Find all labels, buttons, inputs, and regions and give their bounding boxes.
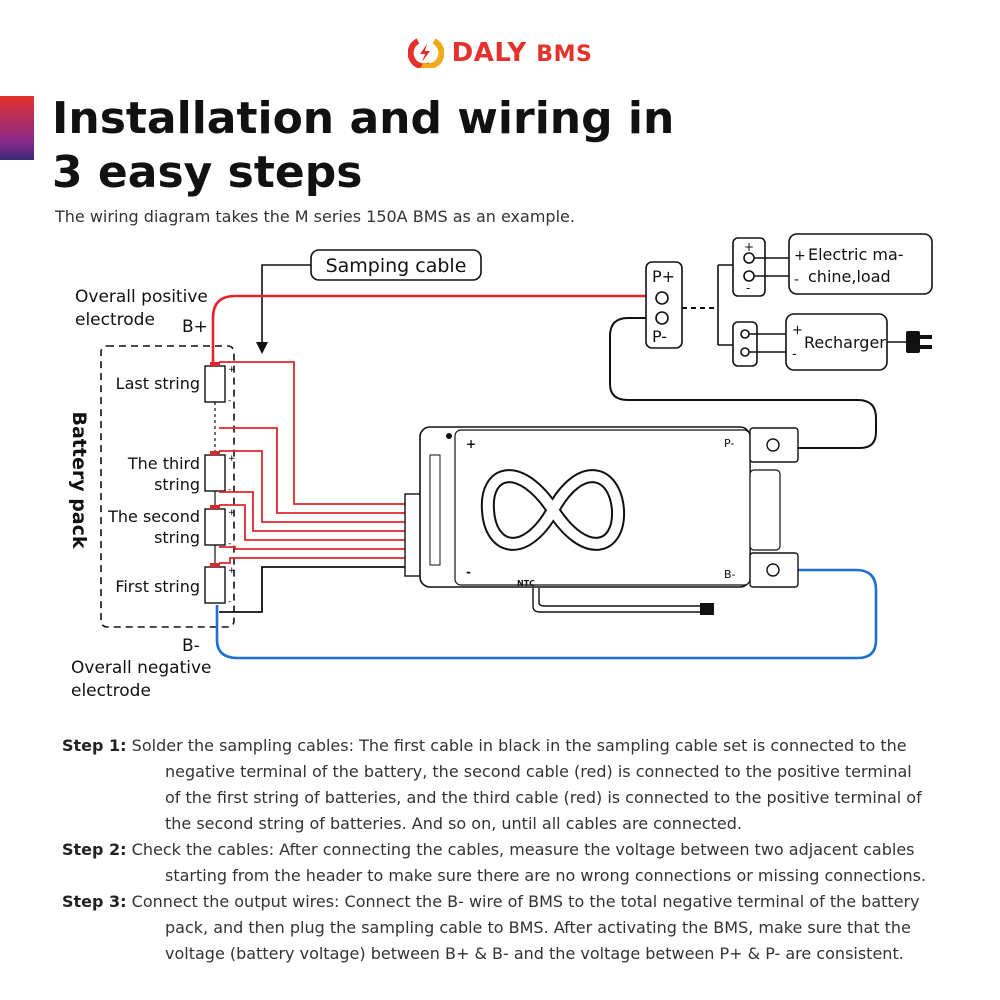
load-label-2: chine,load bbox=[808, 267, 891, 286]
positive-main-wire bbox=[211, 294, 650, 365]
overall-negative-line1: Overall negative bbox=[71, 658, 212, 678]
recharger-label: Recharger bbox=[804, 333, 886, 352]
cell-second-plus: + bbox=[228, 508, 236, 518]
sampling-cable-label: Samping cable bbox=[326, 255, 467, 277]
steps-section: Step 1: Solder the sampling cables: The … bbox=[62, 733, 972, 967]
step-1-text: Solder the sampling cables: The first ca… bbox=[131, 736, 907, 755]
p-minus-label: P- bbox=[652, 327, 667, 346]
step-2-text: Check the cables: After connecting the c… bbox=[131, 840, 915, 859]
page-title: Installation and wiring in 3 easy steps bbox=[52, 92, 674, 200]
battery-pack-box bbox=[100, 345, 235, 628]
cell-third-minus: - bbox=[228, 485, 231, 495]
label-second-string-2: string bbox=[154, 528, 200, 547]
step-2-label: Step 2: bbox=[62, 840, 127, 859]
step-1-line-3: of the first string of batteries, and th… bbox=[165, 788, 922, 807]
load-label-1: Electric ma- bbox=[808, 245, 904, 264]
cell-first-plus: + bbox=[228, 566, 236, 576]
recharger-minus: - bbox=[792, 347, 797, 362]
cell-second-minus: - bbox=[228, 539, 231, 549]
cell-first: + - bbox=[204, 563, 236, 607]
cell-last-minus: - bbox=[228, 396, 231, 406]
overall-positive-line1: Overall positive bbox=[75, 287, 208, 307]
sampling-connector bbox=[404, 493, 422, 577]
sampling-wire-1 bbox=[219, 361, 405, 505]
wiring-diagram: Samping cable Overall positive electrode… bbox=[68, 233, 933, 701]
load-connector: + - bbox=[732, 237, 790, 297]
brand-name: DALY BMS bbox=[452, 38, 593, 68]
recharger-plus: + bbox=[792, 323, 803, 338]
cell-last: + - bbox=[204, 362, 236, 406]
b-plus-label: B+ bbox=[182, 317, 208, 337]
bms-b-minus-terminal bbox=[749, 552, 799, 588]
step-3-text: Connect the output wires: Connect the B-… bbox=[131, 892, 920, 911]
sampling-wire-3 bbox=[219, 450, 405, 523]
title-line-2: 3 easy steps bbox=[52, 147, 363, 198]
bms-b-minus-label: B- bbox=[724, 568, 736, 581]
brand-header: DALY BMS bbox=[0, 38, 1000, 72]
accent-bar bbox=[0, 96, 34, 160]
brand-main: DALY bbox=[451, 38, 527, 68]
bms-p-minus-terminal bbox=[749, 427, 799, 463]
cell-third: + - bbox=[204, 451, 236, 495]
b-minus-label: B- bbox=[182, 636, 200, 656]
label-second-string-1: The second bbox=[107, 507, 200, 526]
step-2-line-2: starting from the header to make sure th… bbox=[165, 866, 927, 885]
step-3-line-2: pack, and then plug the sampling cable t… bbox=[165, 918, 911, 937]
load-box bbox=[788, 233, 933, 295]
cell-third-plus: + bbox=[228, 454, 236, 464]
load-conn-minus: - bbox=[746, 281, 750, 295]
sampling-wire-5 bbox=[219, 504, 405, 541]
p-minus-wire bbox=[609, 317, 877, 449]
step-3: Step 3: Connect the output wires: Connec… bbox=[62, 889, 972, 967]
cell-second: + - bbox=[204, 505, 236, 549]
power-plug-icon bbox=[906, 331, 932, 353]
overall-positive-line2: electrode bbox=[75, 310, 155, 330]
daly-logo-icon bbox=[407, 38, 444, 68]
cell-first-minus: - bbox=[228, 597, 231, 607]
sampling-arrow bbox=[261, 264, 311, 348]
load-box-plus: + bbox=[794, 248, 806, 264]
brand-sub: BMS bbox=[536, 42, 593, 67]
load-conn-plus: + bbox=[744, 240, 754, 254]
bms-module: + - P- B- NTC bbox=[419, 426, 799, 615]
overall-negative-line2: electrode bbox=[71, 681, 151, 701]
label-last-string: Last string bbox=[116, 374, 200, 393]
sampling-wires bbox=[219, 361, 405, 613]
bms-p-minus-label: P- bbox=[724, 437, 734, 450]
step-1-line-2: negative terminal of the battery, the se… bbox=[165, 762, 912, 781]
title-line-1: Installation and wiring in bbox=[52, 93, 675, 144]
step-1-line-4: the second string of batteries. And so o… bbox=[165, 814, 742, 833]
p-plus-label: P+ bbox=[652, 267, 675, 286]
load-box-minus: - bbox=[794, 272, 799, 288]
battery-pack-label: Battery pack bbox=[68, 411, 90, 548]
label-first-string: First string bbox=[115, 577, 200, 596]
negative-main-wire bbox=[215, 568, 878, 660]
step-3-label: Step 3: bbox=[62, 892, 127, 911]
step-2: Step 2: Check the cables: After connecti… bbox=[62, 837, 972, 889]
bms-plus-label: + bbox=[466, 437, 476, 451]
step-1: Step 1: Solder the sampling cables: The … bbox=[62, 733, 972, 837]
sampling-wire-7 bbox=[219, 557, 405, 564]
label-third-string-2: string bbox=[154, 475, 200, 494]
ntc-label: NTC bbox=[517, 579, 535, 588]
recharger-connector bbox=[732, 321, 787, 367]
label-third-string-1: The third bbox=[127, 454, 200, 473]
step-3-line-3: voltage (battery voltage) between B+ & B… bbox=[165, 944, 904, 963]
bms-minus-label: - bbox=[466, 565, 471, 579]
sampling-wire-black bbox=[219, 566, 405, 613]
output-connector: P+ P- bbox=[645, 261, 683, 349]
sampling-wire-6 bbox=[219, 546, 405, 550]
sampling-arrow-head bbox=[256, 342, 268, 354]
page-subtitle: The wiring diagram takes the M series 15… bbox=[55, 207, 575, 226]
cell-last-plus: + bbox=[228, 365, 236, 375]
step-1-label: Step 1: bbox=[62, 736, 127, 755]
sampling-wire-4 bbox=[219, 491, 405, 532]
sampling-wire-2 bbox=[219, 427, 405, 514]
